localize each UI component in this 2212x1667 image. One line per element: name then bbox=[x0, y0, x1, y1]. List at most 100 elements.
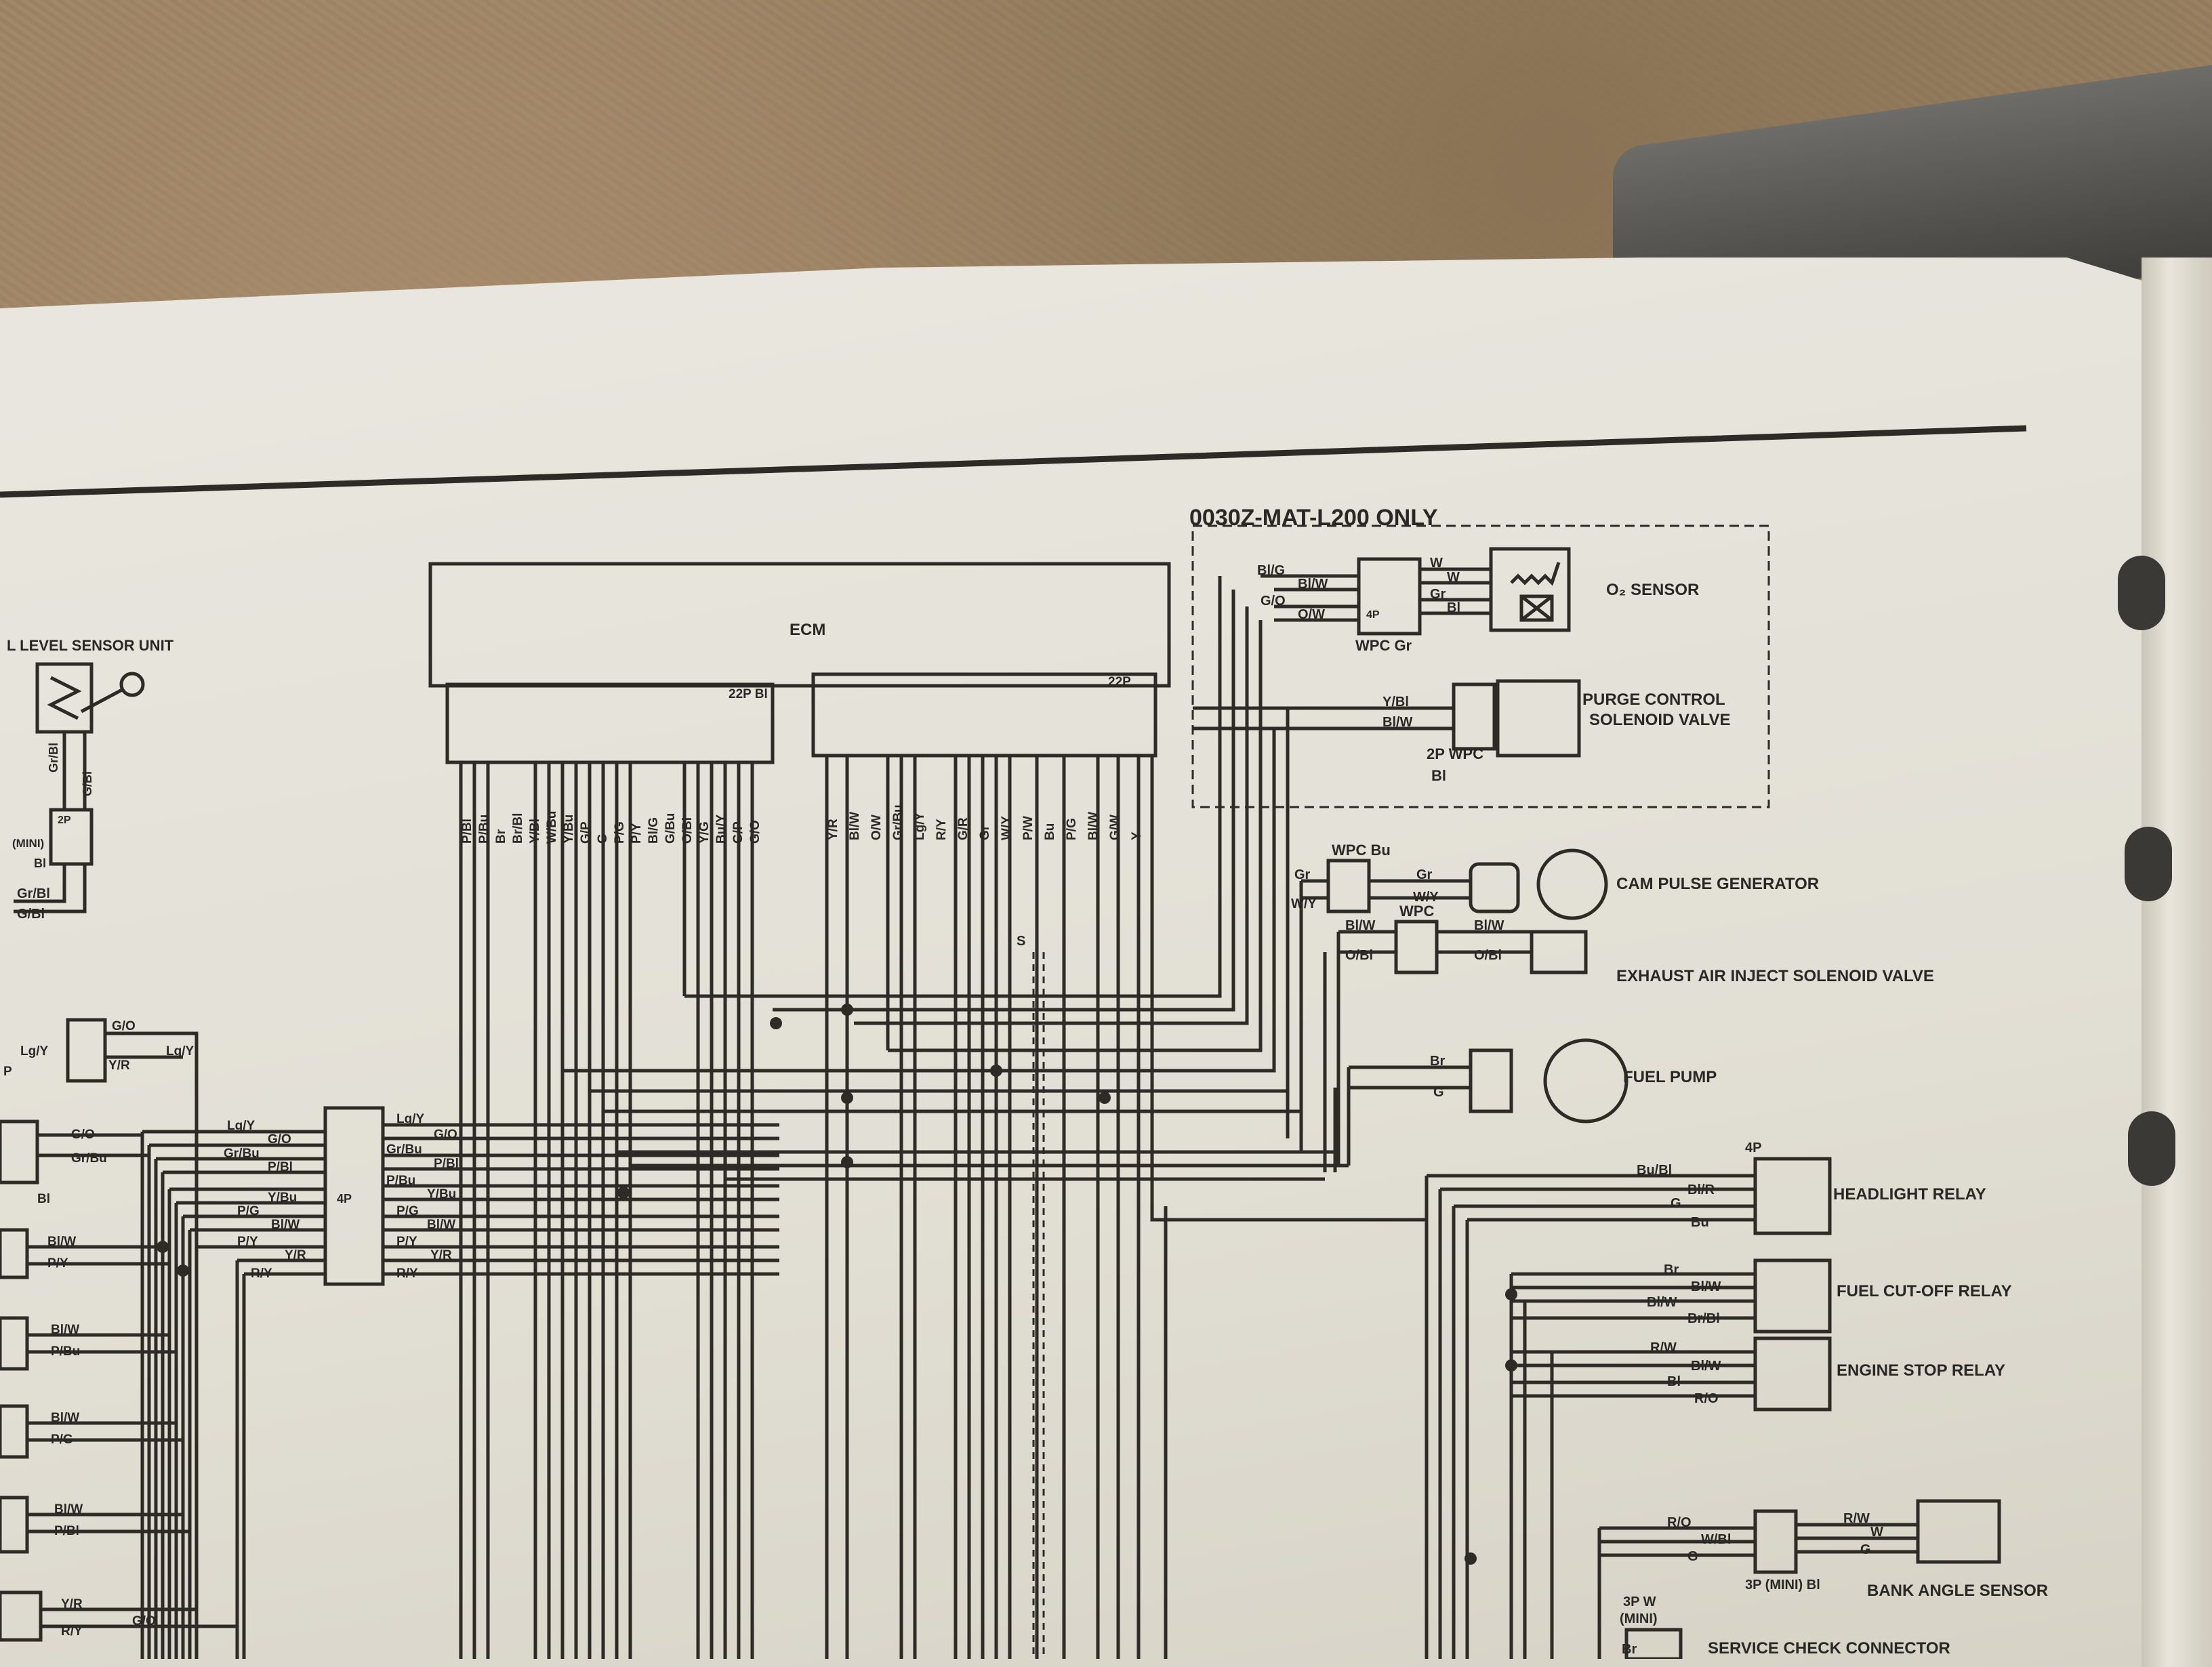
wire-label: P/G bbox=[51, 1433, 73, 1447]
wire-label: P/Bu bbox=[386, 1174, 415, 1188]
fuel-pump-connector bbox=[1469, 1048, 1513, 1113]
ecm-pin-label: Gr bbox=[978, 825, 992, 840]
fuel-level-sensor-label: L LEVEL SENSOR UNIT bbox=[7, 637, 174, 654]
wire-label: G/O bbox=[71, 1128, 95, 1142]
wire-label: P/Bl bbox=[434, 1157, 459, 1171]
purge-color-label: Bl bbox=[1431, 767, 1446, 784]
wire-label: Bl/W bbox=[51, 1411, 79, 1425]
wire-label: Bl bbox=[1447, 600, 1460, 615]
wire-label: Bl/W bbox=[1298, 577, 1328, 592]
ecm-connector-right-label: 22P bbox=[1108, 675, 1131, 689]
mini-connector-box bbox=[49, 808, 94, 866]
ecm-pin-label: G/P bbox=[731, 821, 745, 844]
injector-connector-3 bbox=[0, 1228, 29, 1279]
fuel-level-resistor bbox=[47, 676, 82, 720]
ecm-connector-left bbox=[445, 682, 775, 764]
wire-label: Y/Bu bbox=[427, 1187, 456, 1201]
wire-label: W bbox=[1447, 570, 1460, 585]
wire-label: Gr/Bl bbox=[17, 886, 50, 901]
ecm-pin-label: R/Y bbox=[935, 819, 949, 840]
wire-label: Bl/G bbox=[1257, 563, 1285, 578]
bank-angle-sensor-box bbox=[1916, 1499, 2001, 1564]
wire-label: W/Y bbox=[1291, 897, 1317, 911]
wire-label: P/Bl bbox=[54, 1524, 79, 1538]
wire-label: Bl/W bbox=[54, 1502, 83, 1517]
ecm-pin-label: P/G bbox=[613, 821, 627, 844]
variant-note: 0030Z-MAT-L200 ONLY bbox=[1189, 505, 1438, 531]
ecm-connector-left-label: 22P Bl bbox=[729, 687, 768, 701]
cam-connector-label: WPC Bu bbox=[1332, 842, 1391, 859]
bank-angle-sensor-label: BANK ANGLE SENSOR bbox=[1867, 1582, 2048, 1600]
ecm-pin-label: Y bbox=[1130, 831, 1144, 840]
injector-connector-4 bbox=[0, 1316, 29, 1371]
bank-connector-box bbox=[1753, 1509, 1798, 1574]
wire-label: R/W bbox=[1843, 1511, 1870, 1526]
splice-label: S bbox=[1017, 934, 1025, 949]
wire-label: Lg/Y bbox=[20, 1044, 48, 1058]
wire-label: Gr/Bu bbox=[224, 1147, 260, 1161]
l200-box bbox=[1191, 524, 1770, 808]
cam-connector-box bbox=[1326, 859, 1371, 913]
ecm-pin-label: G/W bbox=[1108, 815, 1122, 840]
ecm-pin-label: G/O bbox=[748, 820, 762, 844]
engine-stop-relay-label: ENGINE STOP RELAY bbox=[1837, 1361, 2005, 1380]
manual-page bbox=[0, 258, 2212, 1667]
injector-connector-5 bbox=[0, 1404, 29, 1459]
wire-label: Bl/W bbox=[1382, 715, 1413, 730]
junction-dots bbox=[157, 1004, 1517, 1565]
wire-label: Gr bbox=[1416, 867, 1433, 882]
wire-label: G bbox=[1860, 1542, 1871, 1557]
ecm-pin-label: P/W bbox=[1021, 816, 1036, 840]
wire-label: P/G bbox=[237, 1204, 260, 1218]
wire-label: W/Y bbox=[1413, 890, 1439, 905]
header-rule bbox=[0, 425, 2027, 498]
wire-label: R/O bbox=[1694, 1391, 1719, 1406]
wire-label: Bl/W bbox=[1647, 1295, 1677, 1310]
purge-valve-label-1: PURGE CONTROL bbox=[1582, 691, 1725, 709]
ecm-pin-label: G/Bu bbox=[663, 813, 678, 844]
ecm-pin-label: Y/Bu bbox=[562, 815, 576, 844]
service-connector-label: SERVICE CHECK CONNECTOR bbox=[1708, 1639, 1950, 1658]
wire-label: Br/Bl bbox=[1687, 1311, 1720, 1326]
exhaust-valve-label: EXHAUST AIR INJECT SOLENOID VALVE bbox=[1616, 967, 1934, 985]
cam-pulse-generator bbox=[1536, 848, 1608, 920]
wire-label: Gr/Bu bbox=[386, 1143, 422, 1157]
ecm-pin-label: G/R bbox=[956, 817, 970, 840]
wire-label: P/Y bbox=[237, 1235, 258, 1249]
wire-label: Bl/W bbox=[271, 1218, 300, 1232]
injector-connector-6 bbox=[0, 1496, 29, 1554]
wire-label: G/O bbox=[1261, 594, 1286, 609]
mini-color-label: Bl bbox=[34, 857, 46, 870]
wire-label: Y/R bbox=[285, 1248, 306, 1262]
wire-label: P/Bu bbox=[51, 1344, 80, 1359]
injector-connector-7 bbox=[0, 1590, 43, 1642]
wire-label: Bl/W bbox=[1345, 918, 1376, 933]
injector-connector-1 bbox=[66, 1018, 107, 1083]
binder-ring bbox=[2125, 827, 2172, 901]
wire-label: Lg/Y bbox=[227, 1119, 255, 1133]
wire-label: Br bbox=[1430, 1054, 1445, 1069]
ecm-pin-label: Bl/W bbox=[848, 812, 862, 840]
ecm-pin-label: Y/G bbox=[697, 821, 712, 844]
cam-plug bbox=[1469, 862, 1520, 913]
wire-label: P/G bbox=[396, 1204, 419, 1218]
purge-valve-label-2: SOLENOID VALVE bbox=[1589, 711, 1730, 729]
wire-label: Bl/W bbox=[1691, 1279, 1721, 1294]
ecm-pin-label: Bu/Y bbox=[714, 814, 729, 844]
ecm-pin-label: W/Bu bbox=[545, 810, 559, 844]
fuel-level-float bbox=[119, 672, 145, 697]
wire-label: Bl/R bbox=[1687, 1182, 1715, 1197]
joint-connector-box bbox=[323, 1106, 385, 1286]
ecm-pin-label: P/Bl bbox=[460, 819, 474, 844]
wire-label: G/O bbox=[132, 1614, 156, 1628]
wire-label: Br bbox=[1664, 1262, 1679, 1277]
wire-label: G/O bbox=[268, 1132, 291, 1147]
wire-label: Lg/Y bbox=[396, 1112, 424, 1126]
bank-connector-label: 3P (MINI) Bl bbox=[1745, 1578, 1820, 1592]
wire-label: W bbox=[1430, 556, 1443, 571]
ecm-pin-label: Lg/Y bbox=[913, 812, 927, 840]
ecm-pin-label: Bl/G bbox=[647, 817, 661, 844]
wire-label: Y/R bbox=[108, 1058, 130, 1073]
o2-sensor-box bbox=[1489, 547, 1571, 632]
